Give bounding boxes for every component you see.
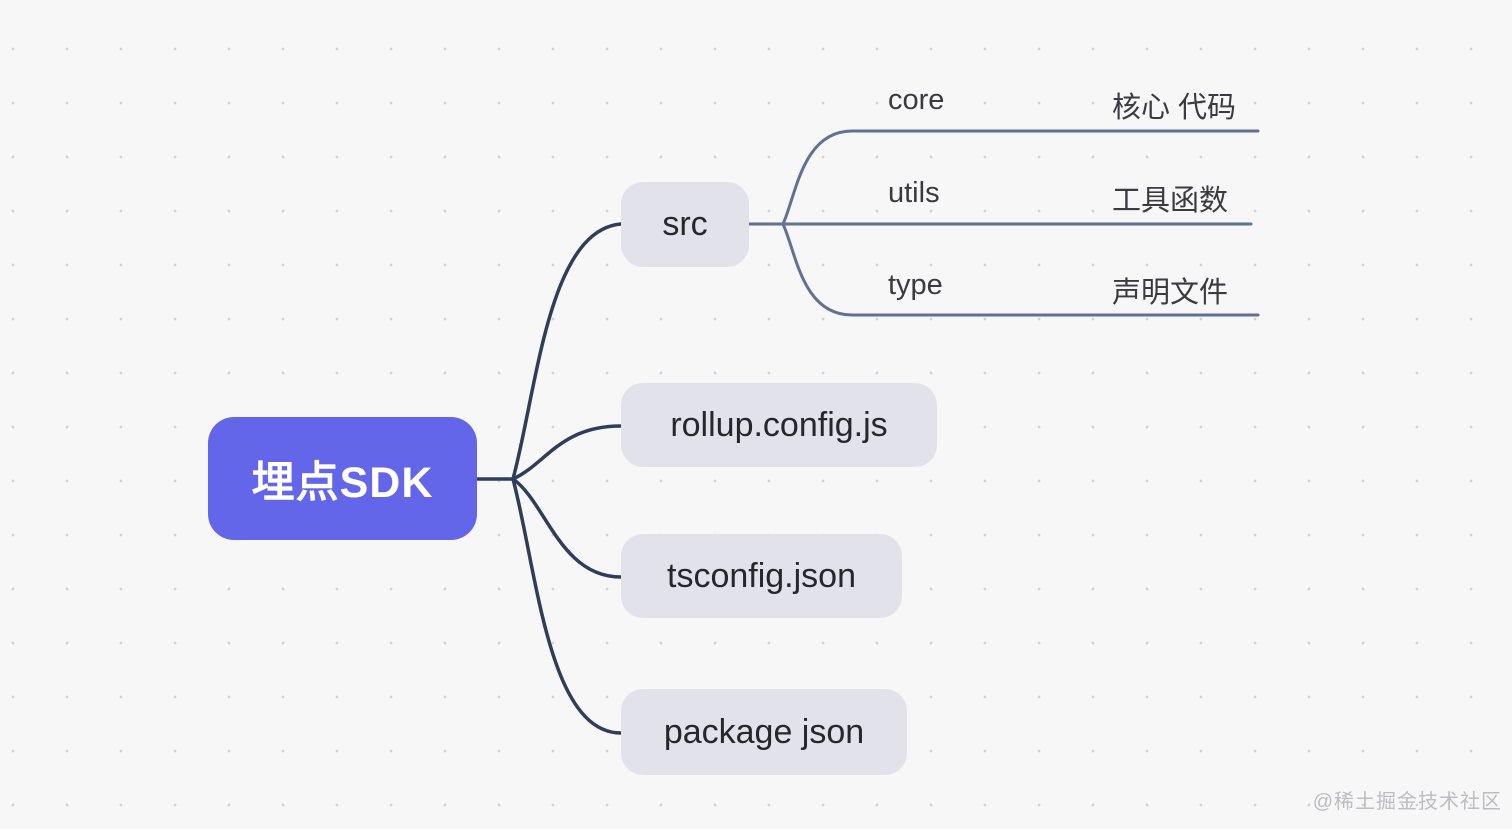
node-tsconfig-label: tsconfig.json	[667, 556, 856, 595]
edge-root-package	[511, 477, 623, 735]
leaf-type-name: type	[888, 269, 943, 301]
watermark: @稀土掘金技术社区	[1312, 791, 1502, 813]
node-tsconfig[interactable]: tsconfig.json	[621, 534, 902, 618]
leaf-type-desc: 声明文件	[1112, 277, 1229, 309]
leaf-utils-name: utils	[888, 177, 940, 209]
leaf-core-name: core	[888, 84, 945, 116]
leaf-core[interactable]: core 核心 代码	[888, 84, 1260, 124]
node-rollup-config[interactable]: rollup.config.js	[621, 383, 937, 467]
node-root-label: 埋点SDK	[251, 458, 434, 507]
node-package-json[interactable]: package json	[621, 689, 907, 775]
node-package-json-label: package json	[663, 712, 865, 751]
node-src-label: src	[662, 205, 708, 243]
node-src[interactable]: src	[621, 182, 749, 267]
edge-root-src	[511, 222, 623, 481]
leaf-core-desc: 核心 代码	[1112, 92, 1237, 124]
leaf-utils[interactable]: utils 工具函数	[888, 177, 1260, 217]
edge-root-rollup	[511, 424, 623, 481]
leaf-type[interactable]: type 声明文件	[888, 269, 1260, 309]
node-root[interactable]: 埋点SDK	[208, 417, 477, 540]
node-rollup-config-label: rollup.config.js	[670, 405, 888, 444]
leaf-utils-desc: 工具函数	[1112, 185, 1229, 217]
edge-root-tsconfig	[511, 477, 623, 579]
